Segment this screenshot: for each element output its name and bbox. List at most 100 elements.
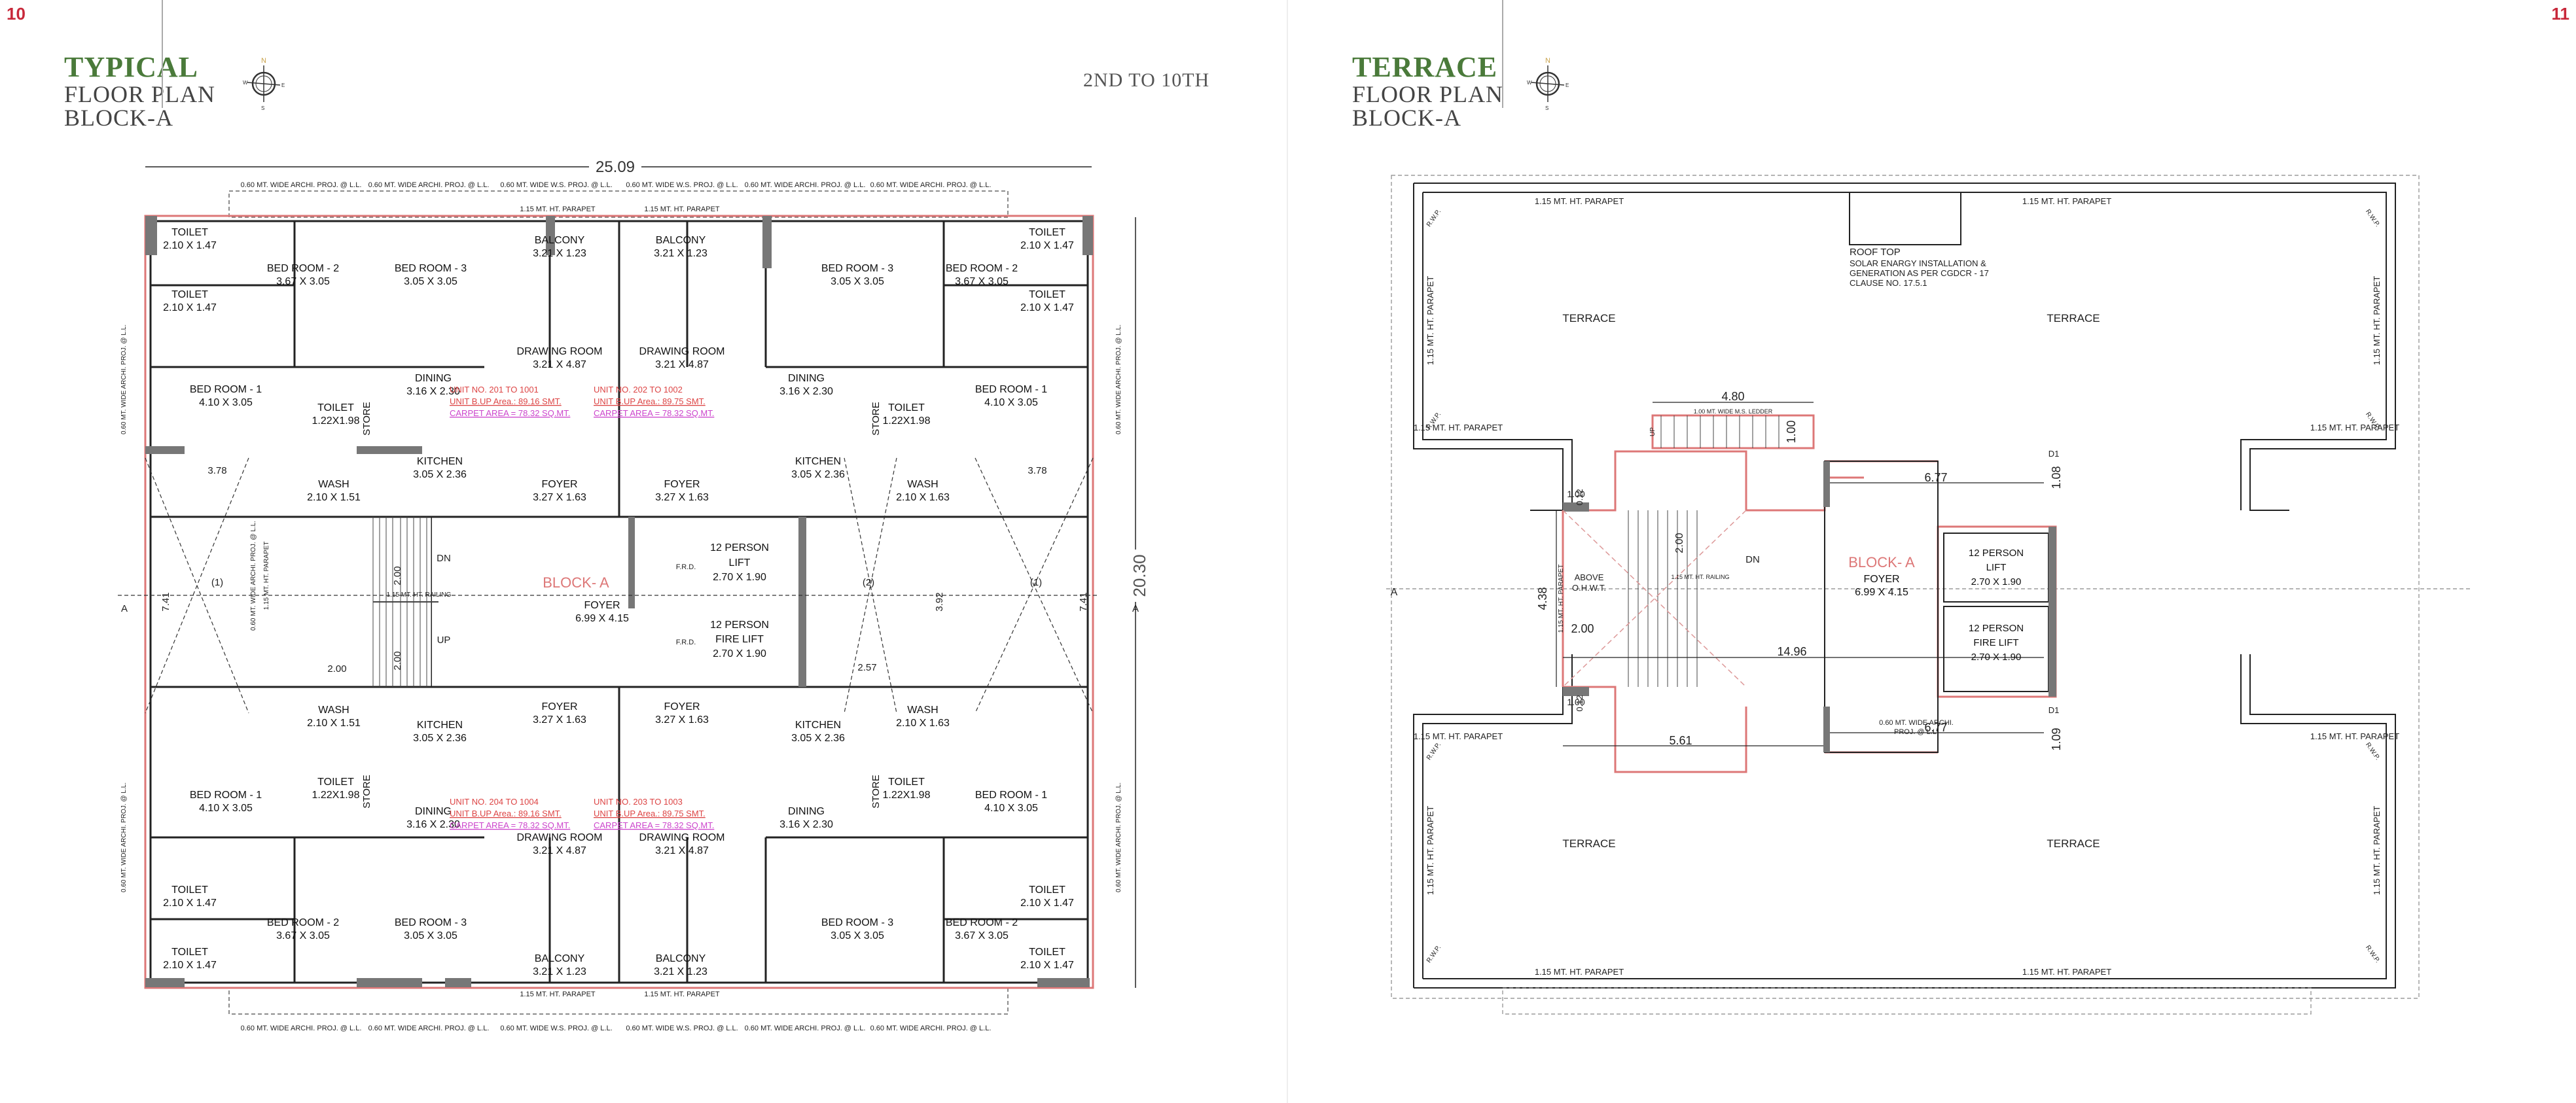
- svg-text:TOILET: TOILET: [1029, 227, 1065, 238]
- block-label: BLOCK-A: [1352, 105, 1461, 131]
- svg-text:FOYER: FOYER: [1863, 574, 1899, 585]
- svg-text:N: N: [261, 57, 266, 65]
- svg-text:2.00: 2.00: [327, 663, 346, 674]
- svg-text:DINING: DINING: [788, 806, 825, 817]
- svg-text:CARPET AREA = 78.32 SQ.MT.: CARPET AREA = 78.32 SQ.MT.: [594, 820, 714, 830]
- svg-text:TOILET: TOILET: [317, 777, 354, 788]
- svg-text:1.15 MT. HT. PARAPET: 1.15 MT. HT. PARAPET: [520, 990, 596, 998]
- svg-text:BED ROOM - 3: BED ROOM - 3: [395, 263, 467, 274]
- svg-text:0.60 MT. WIDE ARCHI. PROJ. @ L: 0.60 MT. WIDE ARCHI. PROJ. @ L.L.: [745, 181, 866, 189]
- svg-text:FOYER: FOYER: [541, 479, 577, 490]
- svg-text:KITCHEN: KITCHEN: [795, 720, 841, 731]
- svg-text:1.15 MT. HT. PARAPET: 1.15 MT. HT. PARAPET: [1425, 276, 1435, 365]
- svg-text:CARPET AREA = 78.32 SQ.MT.: CARPET AREA = 78.32 SQ.MT.: [450, 820, 570, 830]
- svg-text:W: W: [243, 80, 248, 86]
- svg-text:0.12: 0.12: [1575, 489, 1584, 505]
- unit-number: UNIT NO. 201 TO 1001: [450, 385, 539, 394]
- svg-text:TOILET: TOILET: [317, 402, 354, 413]
- svg-text:TOILET: TOILET: [888, 402, 925, 413]
- svg-text:12 PERSON: 12 PERSON: [710, 620, 769, 631]
- svg-text:TOILET: TOILET: [171, 227, 208, 238]
- svg-text:0.60 MT. WIDE ARCHI. PROJ. @ L: 0.60 MT. WIDE ARCHI. PROJ. @ L.L.: [250, 521, 257, 631]
- svg-text:UP: UP: [437, 635, 451, 646]
- svg-text:STORE: STORE: [870, 775, 882, 808]
- svg-text:BED ROOM - 3: BED ROOM - 3: [821, 263, 893, 274]
- svg-text:1.09: 1.09: [2050, 727, 2063, 750]
- svg-text:3.21 X 4.87: 3.21 X 4.87: [655, 845, 709, 856]
- page-subtitle: FLOOR PLAN: [1352, 81, 1504, 107]
- svg-text:0.60 MT. WIDE ARCHI. PROJ. @ L: 0.60 MT. WIDE ARCHI. PROJ. @ L.L.: [120, 324, 128, 434]
- svg-text:WASH: WASH: [318, 705, 349, 716]
- svg-text:0.60 MT. WIDE W.S. PROJ. @ L.L: 0.60 MT. WIDE W.S. PROJ. @ L.L.: [500, 181, 612, 189]
- svg-text:(1): (1): [211, 577, 223, 588]
- page-title-block: TYPICAL FLOOR PLAN BLOCK-A: [64, 52, 215, 130]
- svg-text:1.15 MT. HT. PARAPET: 1.15 MT. HT. PARAPET: [644, 990, 720, 998]
- typical-floor-plan: 25.09 20.30 0.60 MT. WIDE ARCHI. PROJ. @…: [118, 157, 1149, 1032]
- svg-text:D1: D1: [2048, 705, 2060, 715]
- svg-text:3.67 X 3.05: 3.67 X 3.05: [276, 276, 330, 287]
- svg-text:BED ROOM - 3: BED ROOM - 3: [395, 917, 467, 928]
- title-divider: [1502, 0, 1503, 108]
- svg-text:2.57: 2.57: [857, 662, 876, 673]
- svg-text:3.05 X 3.05: 3.05 X 3.05: [404, 930, 457, 941]
- svg-text:S: S: [261, 105, 264, 111]
- svg-text:UNIT NO. 204 TO 1004: UNIT NO. 204 TO 1004: [450, 797, 539, 807]
- svg-text:WASH: WASH: [907, 705, 938, 716]
- svg-text:0.60 MT. WIDE ARCHI. PROJ. @ L: 0.60 MT. WIDE ARCHI. PROJ. @ L.L.: [241, 181, 362, 189]
- svg-text:2.10 X 1.47: 2.10 X 1.47: [163, 898, 217, 909]
- svg-text:1.15 MT. HT. PARAPET: 1.15 MT. HT. PARAPET: [644, 205, 720, 213]
- svg-text:3.05 X 2.36: 3.05 X 2.36: [791, 469, 845, 480]
- svg-text:3.16 X 2.30: 3.16 X 2.30: [406, 819, 460, 830]
- svg-text:1.08: 1.08: [2050, 466, 2063, 489]
- svg-text:STORE: STORE: [361, 402, 372, 435]
- svg-text:3.05 X 2.36: 3.05 X 2.36: [791, 733, 845, 744]
- svg-text:3.16 X 2.30: 3.16 X 2.30: [779, 819, 833, 830]
- svg-text:ROOF TOP: ROOF TOP: [1850, 247, 1901, 258]
- svg-text:N: N: [1545, 57, 1550, 65]
- svg-text:1.15 MT. HT. RAILING: 1.15 MT. HT. RAILING: [387, 591, 452, 599]
- svg-text:1.15 MT. HT. PARAPET: 1.15 MT. HT. PARAPET: [2310, 423, 2399, 432]
- svg-text:1.00: 1.00: [1567, 489, 1584, 499]
- svg-text:1.15 MT. HT. PARAPET: 1.15 MT. HT. PARAPET: [1535, 196, 1624, 206]
- svg-text:1.15 MT. HT. PARAPET: 1.15 MT. HT. PARAPET: [1535, 967, 1624, 977]
- svg-text:1.00: 1.00: [1785, 420, 1798, 443]
- svg-text:3.27 X 1.63: 3.27 X 1.63: [533, 714, 586, 726]
- svg-text:UNIT B.UP Area.: 89.75 SMT.: UNIT B.UP Area.: 89.75 SMT.: [594, 396, 706, 406]
- svg-text:STORE: STORE: [361, 775, 372, 808]
- svg-text:TOILET: TOILET: [1029, 289, 1065, 300]
- svg-text:3.21 X 1.23: 3.21 X 1.23: [654, 966, 707, 977]
- svg-text:2.00: 2.00: [392, 651, 403, 670]
- svg-text:DN: DN: [1745, 554, 1760, 565]
- svg-text:6.77: 6.77: [1924, 471, 1947, 484]
- svg-text:4.10 X 3.05: 4.10 X 3.05: [984, 397, 1038, 408]
- svg-text:2.00: 2.00: [1674, 533, 1685, 553]
- svg-text:1.15 MT. HT. PARAPET: 1.15 MT. HT. PARAPET: [520, 205, 596, 213]
- svg-text:3.05 X 3.05: 3.05 X 3.05: [831, 276, 884, 287]
- svg-text:2.00: 2.00: [1571, 622, 1594, 635]
- svg-text:0.60 MT. WIDE W.S. PROJ. @ L.L: 0.60 MT. WIDE W.S. PROJ. @ L.L.: [500, 1024, 612, 1032]
- svg-text:E: E: [1565, 82, 1569, 88]
- svg-text:0.60 MT. WIDE ARCHI. PROJ. @ L: 0.60 MT. WIDE ARCHI. PROJ. @ L.L.: [368, 181, 490, 189]
- svg-text:DRAWING ROOM: DRAWING ROOM: [517, 832, 603, 843]
- page-title-block: TERRACE FLOOR PLAN BLOCK-A: [1352, 52, 1503, 130]
- svg-text:CLAUSE NO. 17.5.1: CLAUSE NO. 17.5.1: [1850, 278, 1927, 288]
- svg-text:12 PERSON: 12 PERSON: [710, 542, 769, 553]
- svg-text:E: E: [281, 82, 285, 88]
- svg-text:(2): (2): [863, 577, 874, 588]
- page-number: 11: [2551, 4, 2570, 24]
- svg-text:1.15 MT. HT. PARAPET: 1.15 MT. HT. PARAPET: [1558, 565, 1565, 633]
- svg-text:TOILET: TOILET: [1029, 947, 1065, 958]
- svg-text:S: S: [1545, 105, 1548, 111]
- svg-text:A: A: [1391, 587, 1398, 598]
- svg-text:UNIT NO. 202 TO 1002: UNIT NO. 202 TO 1002: [594, 385, 683, 394]
- svg-text:R.W.P.: R.W.P.: [2364, 208, 2381, 228]
- svg-text:BED ROOM - 1: BED ROOM - 1: [190, 790, 262, 801]
- svg-text:7.41: 7.41: [1078, 592, 1089, 611]
- svg-text:2.10 X 1.47: 2.10 X 1.47: [163, 302, 217, 313]
- svg-text:3.21 X 4.87: 3.21 X 4.87: [533, 359, 586, 370]
- svg-text:R.W.P.: R.W.P.: [1425, 741, 1442, 762]
- terrace-label: TERRACE: [2047, 312, 2100, 324]
- svg-text:3.21 X 1.23: 3.21 X 1.23: [533, 966, 586, 977]
- svg-text:0.60 MT. WIDE ARCHI. PROJ. @ L: 0.60 MT. WIDE ARCHI. PROJ. @ L.L.: [870, 1024, 992, 1032]
- svg-text:1.15 MT. HT. PARAPET: 1.15 MT. HT. PARAPET: [1425, 806, 1435, 895]
